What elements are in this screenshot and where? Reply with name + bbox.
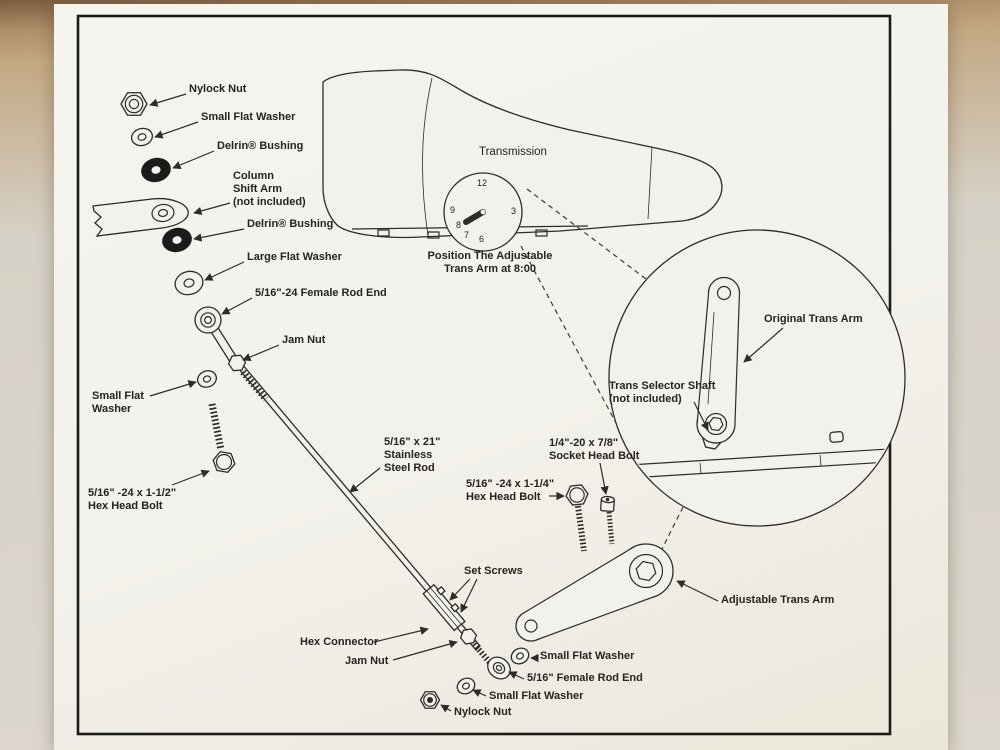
label-socket-head-bolt: 1/4"-20 x 7/8" Socket Head Bolt (549, 437, 640, 462)
small-flat-washer-b1-drawing (510, 647, 530, 665)
small-flat-washer-b2-drawing (456, 677, 476, 695)
transmission-drawing (322, 69, 723, 239)
zoom-line-bottom (520, 245, 638, 463)
set-screw-1-drawing (436, 585, 446, 596)
label-female-rod-end-top: 5/16"-24 Female Rod End (255, 287, 387, 299)
label-small-flat-washer-top: Small Flat Washer (201, 111, 296, 123)
clock-numeral-9: 9 (450, 205, 456, 215)
label-small-flat-washer-left: Small Flat Washer (92, 390, 144, 415)
hex-connector-drawing (422, 583, 466, 632)
clock-numeral-7: 7 (464, 230, 470, 240)
column-shift-arm-drawing (92, 197, 189, 237)
hex-head-bolt-right-drawing (565, 484, 589, 552)
clock-numeral-6: 6 (479, 234, 485, 244)
label-delrin-bushing-lower: Delrin® Bushing (247, 218, 334, 230)
hex-head-bolt-left-drawing (208, 403, 236, 474)
small-flat-washer-top-drawing (130, 127, 154, 147)
zoom-line-top (526, 188, 647, 280)
original-trans-arm-drawing (696, 276, 741, 444)
label-original-trans-arm: Original Trans Arm (764, 313, 863, 325)
leader-arrows (149, 93, 784, 713)
label-female-rod-end-bottom: 5/16" Female Rod End (527, 672, 643, 684)
label-small-flat-washer-b1: Small Flat Washer (540, 650, 635, 662)
label-jam-nut-bottom: Jam Nut (345, 655, 389, 667)
jam-nut-top-drawing (227, 354, 247, 372)
nylock-nut-bottom-drawing (419, 691, 441, 709)
label-adjustable-trans-arm: Adjustable Trans Arm (721, 594, 835, 606)
delrin-bushing-lower-drawing (162, 227, 192, 253)
large-flat-washer-drawing (174, 270, 204, 296)
label-nylock-nut-top: Nylock Nut (189, 83, 247, 95)
clock-numeral-8: 8 (456, 220, 462, 230)
label-set-screws: Set Screws (464, 565, 523, 577)
label-hex-connector: Hex Connector (300, 636, 379, 648)
label-column-shift-arm: Column Shift Arm (not included) (233, 170, 306, 208)
label-delrin-bushing-upper: Delrin® Bushing (217, 140, 304, 152)
female-rod-end-bottom-drawing (487, 656, 511, 680)
clock-drawing (443, 172, 523, 252)
set-screw-2-drawing (450, 602, 460, 613)
small-flat-washer-left-drawing (197, 370, 217, 388)
label-steel-rod: 5/16" x 21" Stainless Steel Rod (384, 436, 441, 474)
label-clock-note: Position The Adjustable Trans Arm at 8:0… (427, 250, 553, 275)
label-small-flat-washer-b2: Small Flat Washer (489, 690, 584, 702)
nylock-nut-top-drawing (120, 92, 148, 116)
clock-numeral-12: 12 (477, 178, 488, 188)
clock-numeral-3: 3 (511, 206, 517, 216)
placement-line (660, 506, 684, 552)
adjustable-trans-arm-drawing (515, 543, 674, 642)
delrin-bushing-upper-drawing (141, 157, 171, 183)
female-rod-end-top-drawing (194, 306, 238, 363)
label-jam-nut-top: Jam Nut (282, 334, 326, 346)
label-transmission: Transmission (479, 146, 547, 158)
label-large-flat-washer: Large Flat Washer (247, 251, 342, 263)
jam-nut-bottom-drawing (459, 628, 478, 645)
label-hex-head-bolt-left: 5/16" -24 x 1-1/2" Hex Head Bolt (88, 487, 177, 512)
socket-head-bolt-drawing (600, 495, 616, 545)
label-nylock-nut-bottom: Nylock Nut (454, 706, 512, 718)
label-trans-selector-shaft: Trans Selector Shaft (not included) (609, 380, 716, 405)
detail-view-drawing (608, 229, 906, 527)
label-hex-head-bolt-right: 5/16" -24 x 1-1/4" Hex Head Bolt (466, 478, 555, 503)
